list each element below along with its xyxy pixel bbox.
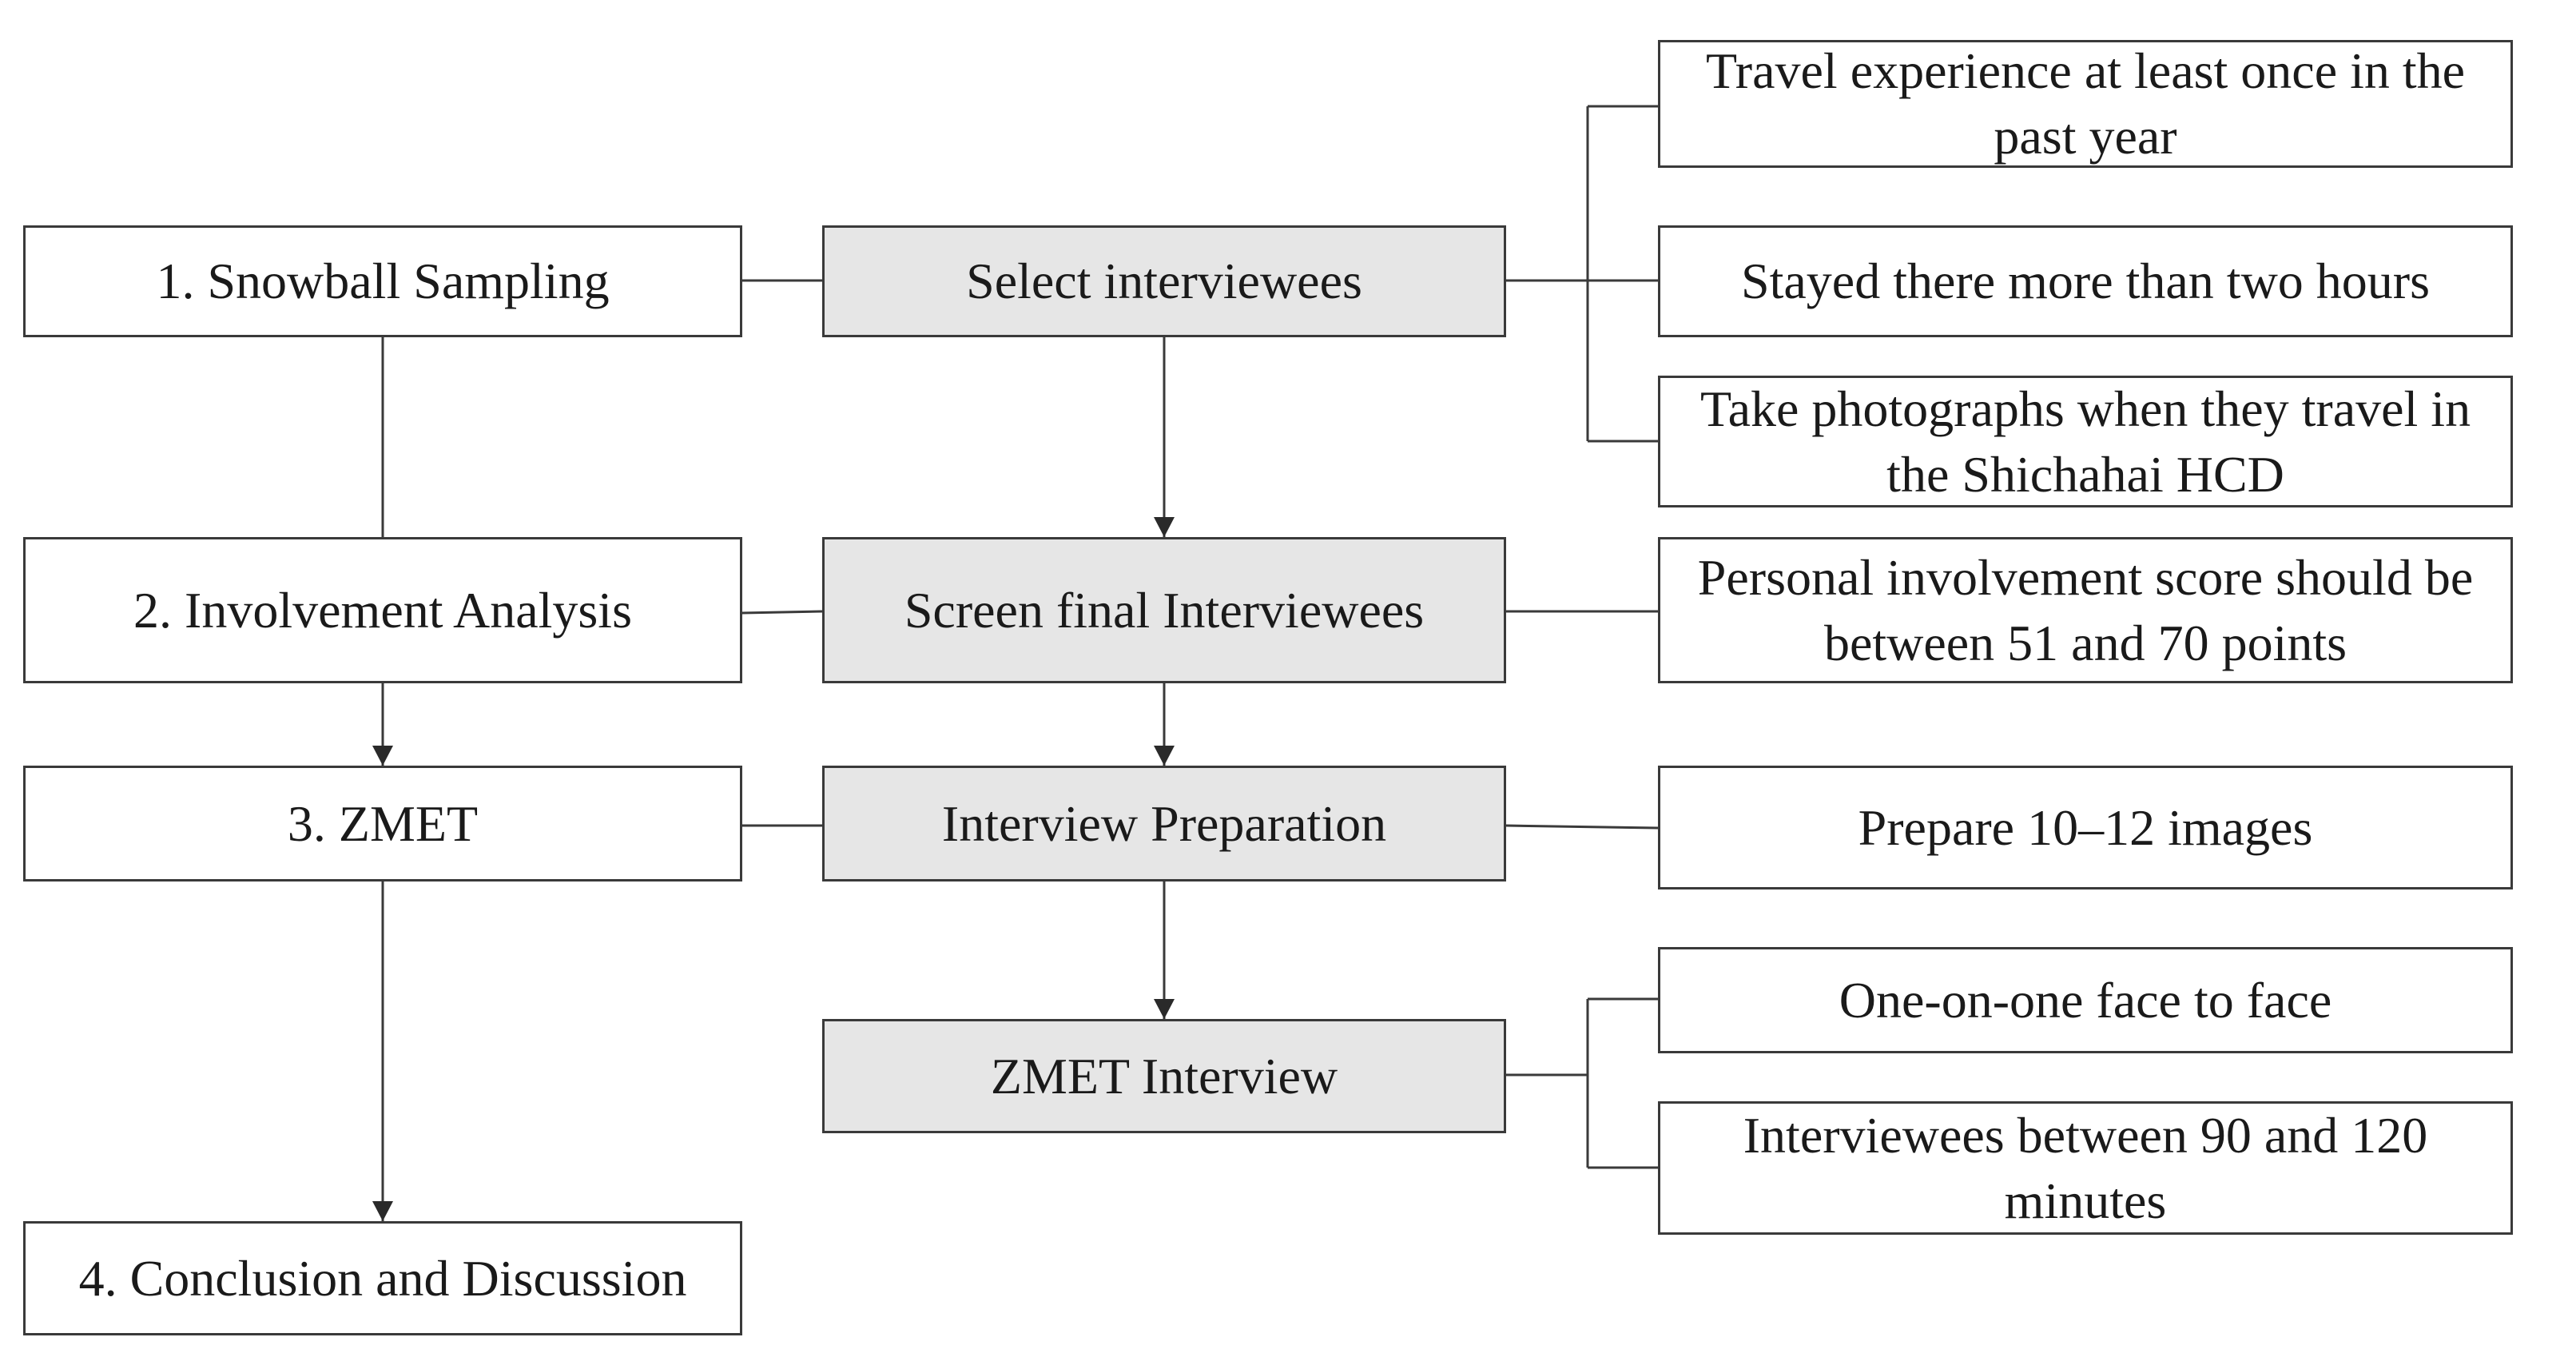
step-conclusion-discussion-label: 4. Conclusion and Discussion (78, 1249, 687, 1307)
step-zmet: 3. ZMET (23, 766, 742, 881)
criterion-prepare-images: Prepare 10–12 images (1658, 766, 2513, 889)
step-zmet-label: 3. ZMET (287, 794, 479, 852)
criterion-interview-duration: Interviewees between 90 and 120 minutes (1658, 1101, 2513, 1235)
arrowhead-prep (1154, 746, 1175, 766)
criterion-stayed-two-hours-label: Stayed there more than two hours (1741, 253, 2430, 310)
arrowhead-step3 (372, 746, 393, 766)
step-conclusion-discussion: 4. Conclusion and Discussion (23, 1221, 742, 1335)
criterion-involvement-score-label: Personal involvement score should be bet… (1697, 548, 2474, 671)
process-select-interviewees: Select interviewees (822, 225, 1506, 337)
criterion-travel-experience: Travel experience at least once in the p… (1658, 40, 2513, 168)
process-zmet-interview: ZMET Interview (822, 1019, 1506, 1133)
criterion-face-to-face: One-on-one face to face (1658, 947, 2513, 1053)
process-select-interviewees-label: Select interviewees (966, 253, 1362, 310)
criterion-face-to-face-label: One-on-one face to face (1839, 971, 2332, 1029)
step-involvement-analysis: 2. Involvement Analysis (23, 537, 742, 683)
criterion-interview-duration-label: Interviewees between 90 and 120 minutes (1743, 1106, 2428, 1229)
criterion-stayed-two-hours: Stayed there more than two hours (1658, 225, 2513, 337)
criterion-take-photographs-label: Take photographs when they travel in the… (1699, 380, 2471, 503)
link-step2-screen (741, 610, 823, 615)
step-snowball-sampling: 1. Snowball Sampling (23, 225, 742, 337)
process-screen-final-interviewees: Screen final Interviewees (822, 537, 1506, 683)
arrowhead-step4 (372, 1201, 393, 1221)
process-screen-final-interviewees-label: Screen final Interviewees (904, 581, 1425, 639)
arrowhead-screen (1154, 517, 1175, 537)
process-interview-preparation-label: Interview Preparation (941, 794, 1387, 852)
arrowhead-interview (1154, 999, 1175, 1019)
step-snowball-sampling-label: 1. Snowball Sampling (156, 253, 610, 310)
link-prep-images (1505, 824, 1659, 830)
process-interview-preparation: Interview Preparation (822, 766, 1506, 881)
criterion-take-photographs: Take photographs when they travel in the… (1658, 376, 2513, 507)
process-zmet-interview-label: ZMET Interview (990, 1047, 1338, 1104)
step-involvement-analysis-label: 2. Involvement Analysis (133, 581, 632, 639)
criterion-involvement-score: Personal involvement score should be bet… (1658, 537, 2513, 683)
criterion-prepare-images-label: Prepare 10–12 images (1858, 798, 2313, 856)
criterion-travel-experience-label: Travel experience at least once in the p… (1705, 42, 2466, 165)
